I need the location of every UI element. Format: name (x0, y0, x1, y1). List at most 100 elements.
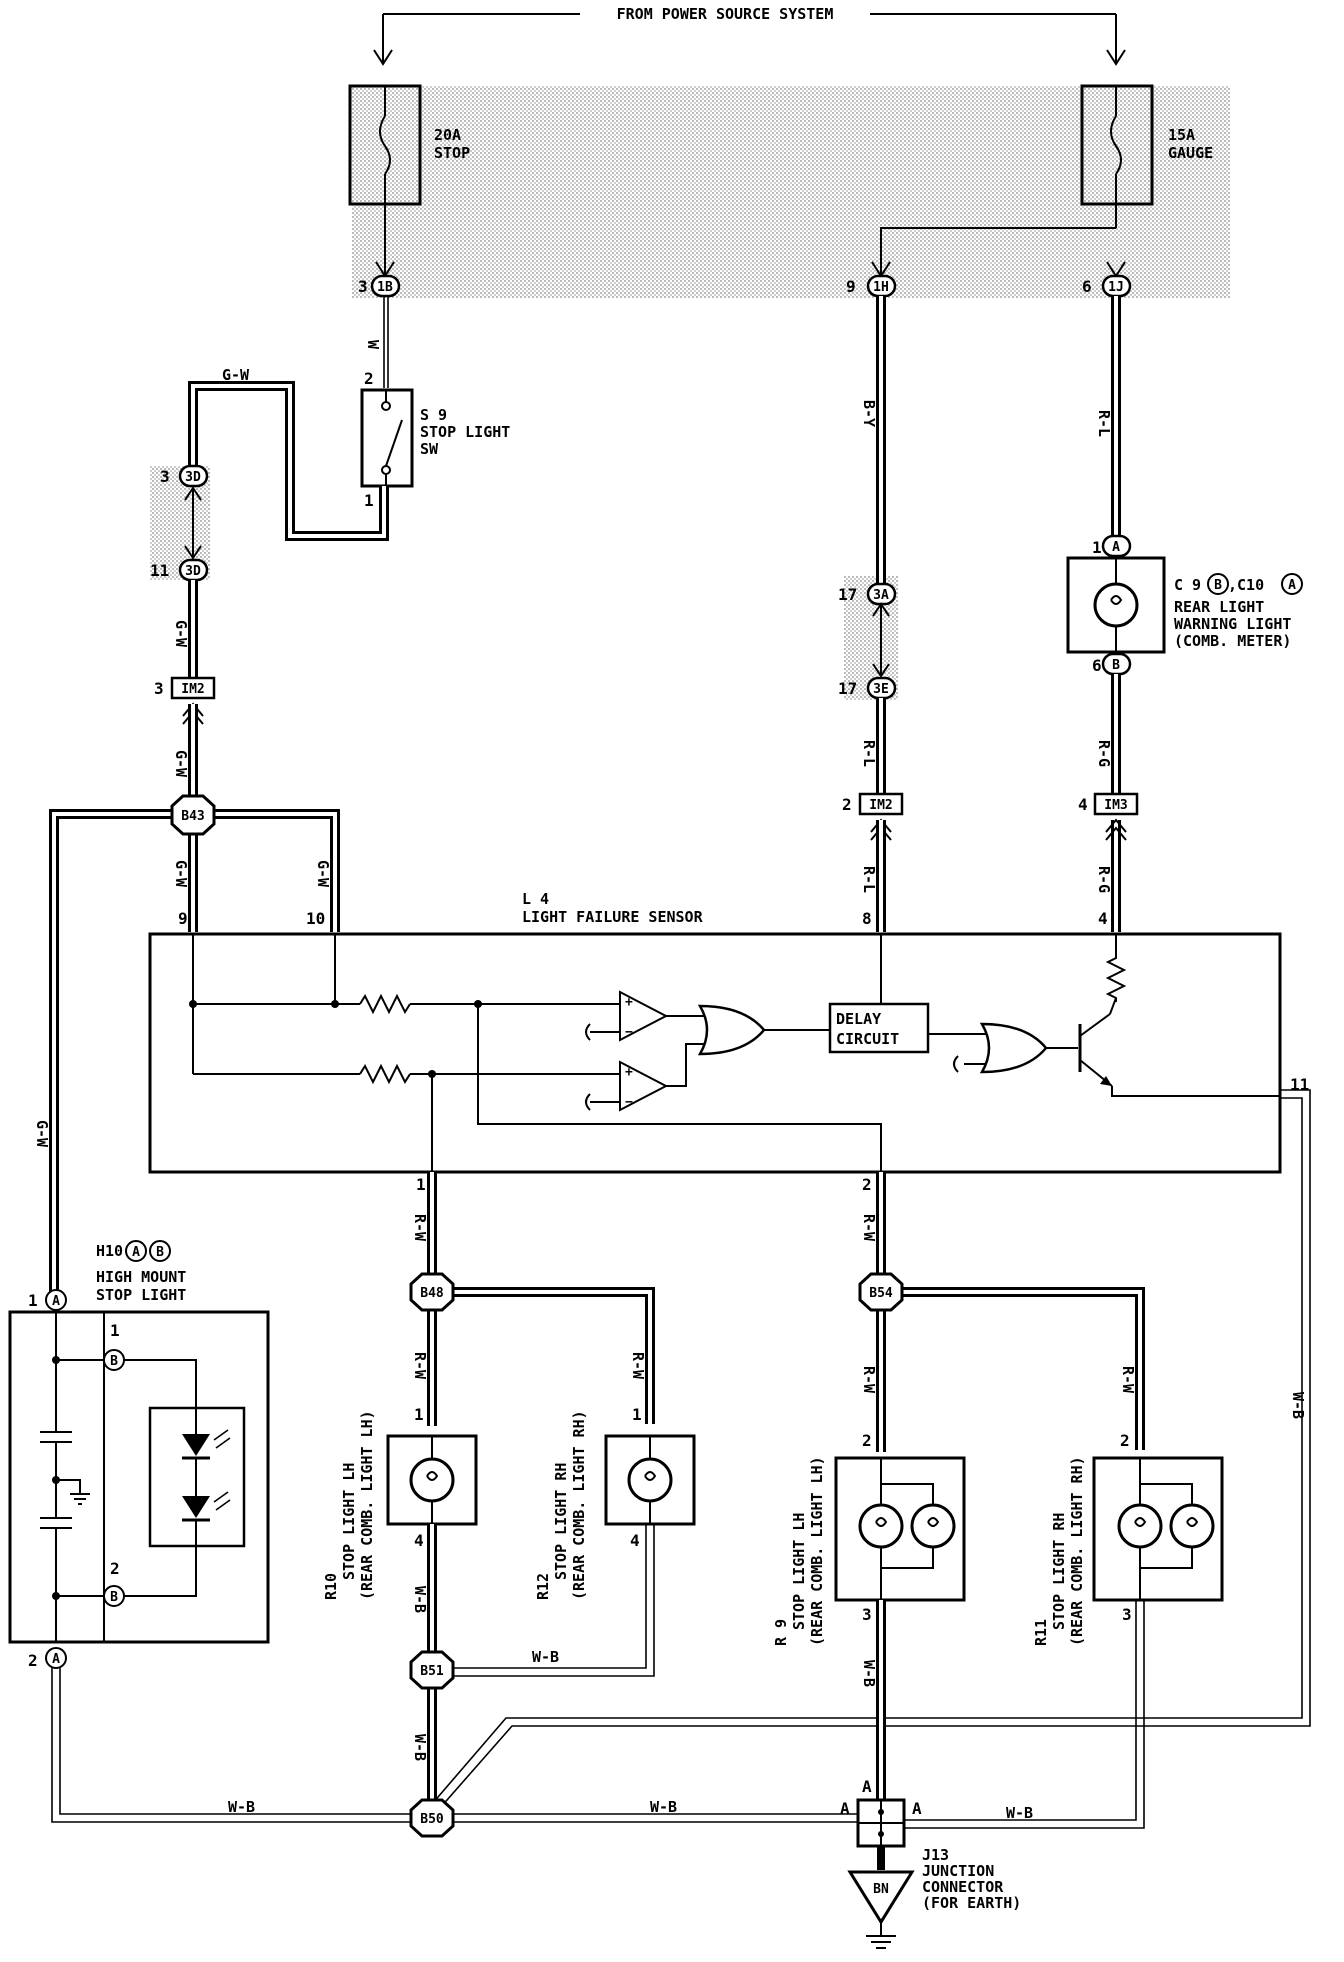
svg-text:A: A (52, 1652, 60, 1667)
svg-text:STOP LIGHT RH: STOP LIGHT RH (552, 1463, 570, 1580)
svg-text:B48: B48 (420, 1286, 444, 1301)
splice-b43: B43 (170, 794, 216, 836)
wire-rw-left (427, 1172, 655, 1426)
svg-text:2: 2 (842, 795, 852, 814)
svg-text:W-B: W-B (532, 1648, 559, 1666)
svg-text:2: 2 (110, 1559, 120, 1578)
svg-text:4: 4 (630, 1531, 640, 1550)
svg-text:B: B (110, 1354, 118, 1369)
svg-text:HIGH MOUNT: HIGH MOUNT (96, 1268, 186, 1286)
svg-text:(REAR COMB. LIGHT RH): (REAR COMB. LIGHT RH) (1068, 1456, 1086, 1646)
svg-text:L 4: L 4 (522, 890, 549, 908)
svg-text:R-L: R-L (1095, 410, 1113, 437)
svg-text:2: 2 (862, 1431, 872, 1450)
svg-text:W: W (364, 340, 382, 350)
svg-text:R-L: R-L (860, 866, 878, 893)
svg-text:6: 6 (1082, 277, 1092, 296)
stop-light-r11: 2 3 R11 STOP LIGHT RH (REAR COMB. LIGHT … (1032, 1431, 1224, 1646)
connector-1j: 1J 6 (1082, 274, 1132, 298)
svg-text:B: B (1214, 578, 1222, 593)
svg-text:IM2: IM2 (869, 798, 892, 813)
svg-text:A: A (1288, 578, 1296, 593)
svg-text:1: 1 (416, 1175, 426, 1194)
svg-text:3: 3 (1122, 1605, 1132, 1624)
svg-text:,C10: ,C10 (1228, 576, 1264, 594)
svg-text:6: 6 (1092, 656, 1102, 675)
svg-text:STOP LIGHT LH: STOP LIGHT LH (790, 1513, 808, 1630)
connector-1h: 1H 9 (846, 274, 897, 298)
svg-text:R-W: R-W (1119, 1366, 1137, 1394)
fuse-gauge: 15A GAUGE (1080, 84, 1213, 228)
svg-text:G-W: G-W (172, 860, 190, 888)
connector-3d-top: 3D 3 (160, 464, 209, 488)
svg-text:(REAR COMB. LIGHT RH): (REAR COMB. LIGHT RH) (570, 1410, 588, 1600)
svg-text:3: 3 (154, 679, 164, 698)
svg-text:1: 1 (364, 491, 374, 510)
connector-im3: IM3 4 (1078, 792, 1139, 816)
svg-text:STOP LIGHT: STOP LIGHT (96, 1286, 186, 1304)
svg-text:9: 9 (846, 277, 856, 296)
svg-text:−: − (625, 1095, 633, 1110)
svg-text:W-B: W-B (1289, 1392, 1307, 1419)
svg-text:R11: R11 (1032, 1619, 1050, 1646)
title-text: FROM POWER SOURCE SYSTEM (617, 5, 834, 23)
fuse-gauge-name: GAUGE (1168, 144, 1213, 162)
stop-light-r9: 2 3 R 9 STOP LIGHT LH (REAR COMB. LIGHT … (772, 1431, 966, 1646)
svg-text:B51: B51 (420, 1664, 444, 1679)
splice-b48: B48 (409, 1272, 455, 1312)
svg-text:S 9: S 9 (420, 406, 447, 424)
svg-text:DELAY: DELAY (836, 1010, 881, 1028)
ground-bn: BN (847, 1870, 915, 1949)
svg-text:WARNING LIGHT: WARNING LIGHT (1174, 615, 1291, 633)
power-source-title: FROM POWER SOURCE SYSTEM (373, 5, 1126, 66)
svg-text:A: A (912, 1799, 922, 1818)
svg-text:B43: B43 (181, 809, 204, 824)
svg-text:C 9: C 9 (1174, 576, 1201, 594)
svg-text:(REAR COMB. LIGHT LH): (REAR COMB. LIGHT LH) (808, 1456, 826, 1646)
svg-text:R-G: R-G (1095, 866, 1113, 893)
svg-text:R-W: R-W (411, 1352, 429, 1380)
svg-text:4: 4 (414, 1531, 424, 1550)
svg-text:G-W: G-W (33, 1120, 51, 1148)
svg-text:STOP LIGHT RH: STOP LIGHT RH (1050, 1513, 1068, 1630)
svg-text:17: 17 (838, 585, 857, 604)
svg-text:B: B (1112, 658, 1120, 673)
svg-text:3E: 3E (873, 682, 889, 697)
svg-text:1: 1 (1092, 538, 1102, 557)
svg-text:3D: 3D (185, 470, 201, 485)
svg-text:11: 11 (1290, 1075, 1309, 1094)
wire-gw-b43-branches (49, 809, 340, 1296)
svg-text:STOP LIGHT LH: STOP LIGHT LH (340, 1463, 358, 1580)
svg-text:−: − (625, 1025, 633, 1040)
svg-text:H10: H10 (96, 1242, 123, 1260)
svg-text:1: 1 (632, 1405, 642, 1424)
svg-text:1: 1 (110, 1321, 120, 1340)
svg-text:(REAR COMB. LIGHT LH): (REAR COMB. LIGHT LH) (358, 1410, 376, 1600)
svg-text:B54: B54 (869, 1286, 893, 1301)
svg-text:A: A (52, 1294, 60, 1309)
svg-text:R-W: R-W (860, 1214, 878, 1242)
svg-text:17: 17 (838, 679, 857, 698)
svg-text:+: + (625, 995, 633, 1010)
svg-text:3: 3 (358, 277, 368, 296)
svg-text:CIRCUIT: CIRCUIT (836, 1030, 899, 1048)
svg-text:3: 3 (160, 467, 170, 486)
svg-text:W-B: W-B (1006, 1804, 1033, 1822)
svg-text:R-L: R-L (860, 740, 878, 767)
svg-text:10: 10 (306, 909, 325, 928)
fuse-stop: 20A STOP (348, 84, 470, 206)
fuse-gauge-rating: 15A (1168, 126, 1195, 144)
svg-text:2: 2 (1120, 1431, 1130, 1450)
svg-text:B: B (156, 1245, 164, 1260)
connector-3e: 3E 17 (838, 676, 897, 700)
splice-b54: B54 (858, 1272, 904, 1312)
rear-light-warning-light: 1 A B 6 C 9 B ,C10 A REAR LIGHT WARNING … (1066, 534, 1303, 676)
svg-text:R-W: R-W (629, 1352, 647, 1380)
svg-text:3A: 3A (873, 588, 889, 603)
svg-text:2: 2 (862, 1175, 872, 1194)
svg-text:8: 8 (862, 909, 872, 928)
svg-text:B-Y: B-Y (860, 400, 878, 427)
svg-text:1J: 1J (1108, 280, 1124, 295)
svg-text:11: 11 (150, 561, 169, 580)
